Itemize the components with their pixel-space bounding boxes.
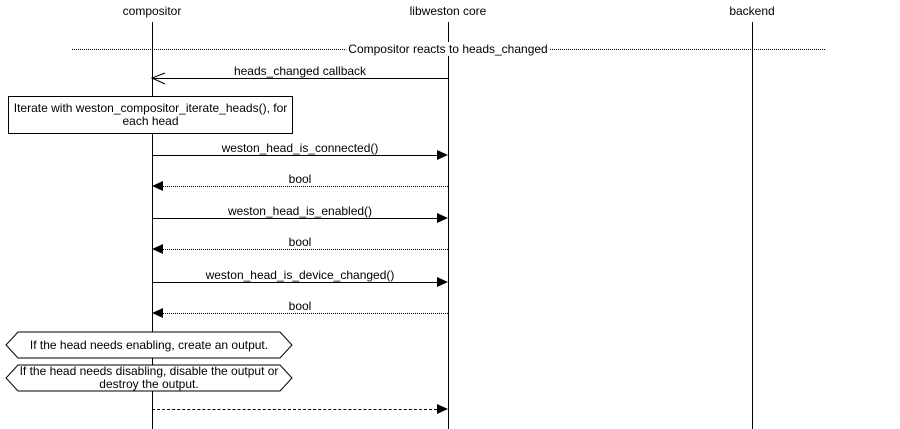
message-line-bool-return-enabled <box>163 249 448 250</box>
message-line-weston-head-is-enabled <box>152 218 437 219</box>
arrow-head-right-final-call <box>437 404 448 414</box>
condition-disable-head-label: If the head needs disabling, disable the… <box>19 364 279 391</box>
participant-label-libweston-core: libweston core <box>409 4 487 18</box>
lifeline-backend <box>752 22 753 429</box>
note-iterate-heads: Iterate with weston_compositor_iterate_h… <box>8 96 293 134</box>
message-label-bool-return-device-changed: bool <box>288 299 312 313</box>
arrow-head-right-weston-head-is-enabled <box>437 213 448 223</box>
message-line-bool-return-connected <box>163 186 448 187</box>
arrow-head-left-bool-return-device-changed <box>152 308 163 318</box>
lifeline-libweston-core <box>448 22 449 429</box>
message-label-bool-return-enabled: bool <box>288 235 312 249</box>
arrow-head-open-left-heads-changed-callback <box>150 72 166 85</box>
message-label-weston-head-is-connected: weston_head_is_connected() <box>221 141 379 155</box>
message-line-final-call <box>152 409 437 410</box>
participant-label-compositor: compositor <box>122 4 182 18</box>
message-label-weston-head-is-device-changed: weston_head_is_device_changed() <box>205 268 395 282</box>
message-label-bool-return-connected: bool <box>288 172 312 186</box>
message-label-weston-head-is-enabled: weston_head_is_enabled() <box>227 204 373 218</box>
message-line-heads-changed-callback <box>152 78 448 79</box>
arrow-head-left-bool-return-connected <box>152 181 163 191</box>
separator-label: Compositor reacts to heads_changed <box>346 42 550 56</box>
participant-label-backend: backend <box>729 4 775 18</box>
condition-disable-head: If the head needs disabling, disable the… <box>5 364 293 392</box>
arrow-head-left-bool-return-enabled <box>152 244 163 254</box>
arrow-head-right-weston-head-is-connected <box>437 150 448 160</box>
lifeline-compositor <box>152 22 153 429</box>
arrow-head-right-weston-head-is-device-changed <box>437 277 448 287</box>
message-line-weston-head-is-device-changed <box>152 282 437 283</box>
condition-enable-head: If the head needs enabling, create an ou… <box>5 331 293 359</box>
condition-enable-head-label: If the head needs enabling, create an ou… <box>29 337 269 352</box>
message-label-heads-changed-callback: heads_changed callback <box>233 64 367 78</box>
message-line-weston-head-is-connected <box>152 155 437 156</box>
message-line-bool-return-device-changed <box>163 313 448 314</box>
